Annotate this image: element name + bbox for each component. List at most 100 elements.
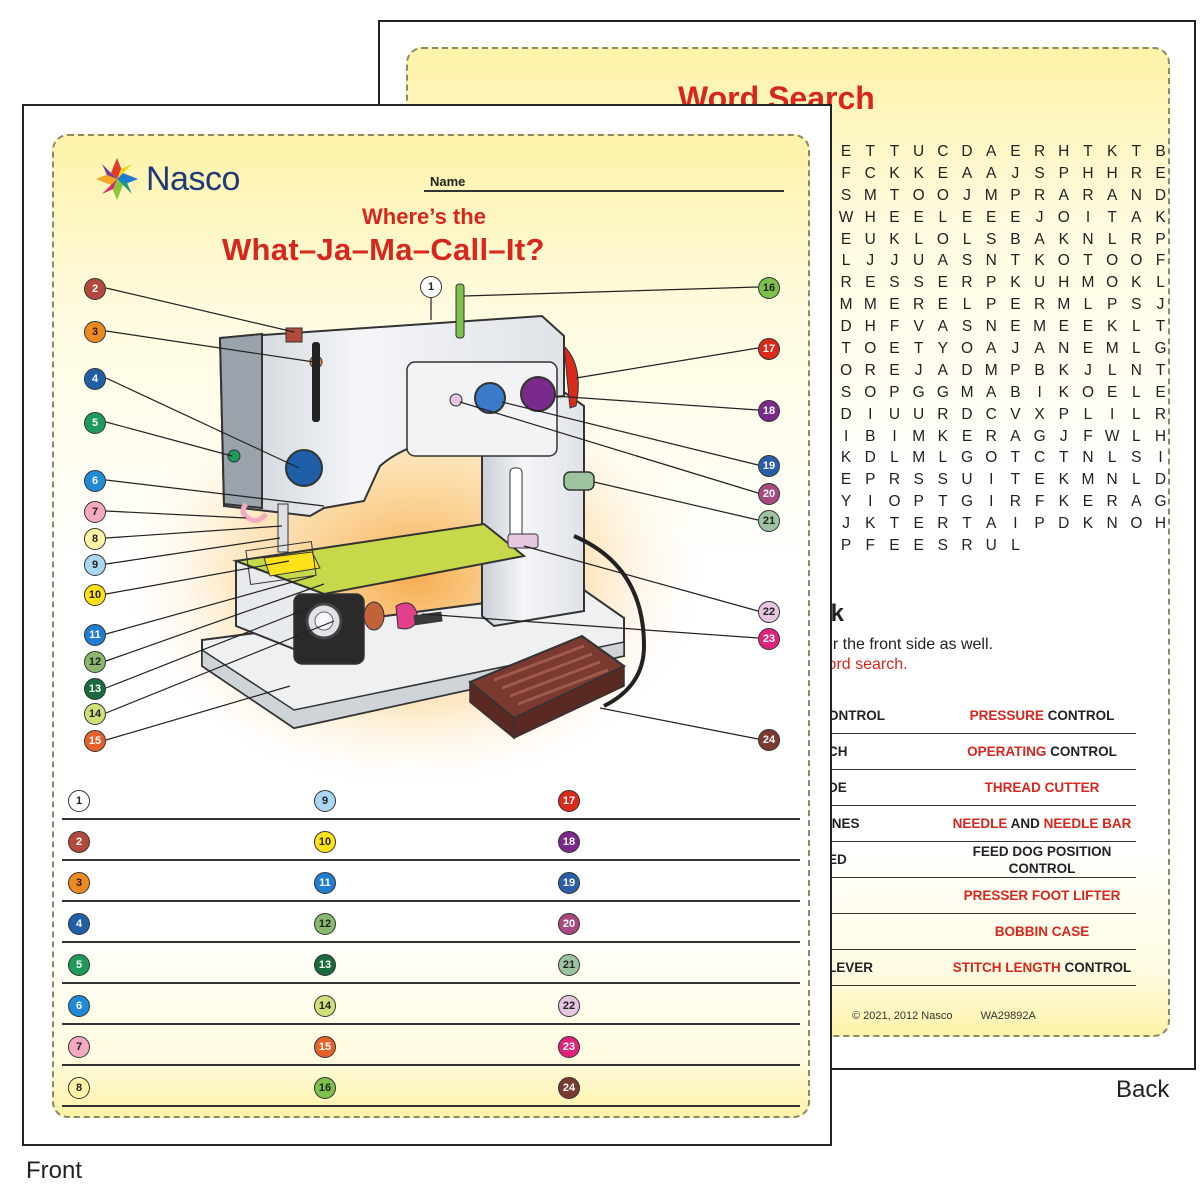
grid-letter: E — [865, 274, 876, 292]
grid-letter: K — [1106, 143, 1118, 160]
answer-line[interactable] — [62, 1105, 800, 1107]
word-bank-left: INES — [828, 816, 860, 831]
grid-letter: H — [864, 208, 876, 226]
grid-letter: R — [840, 274, 852, 292]
grid-letter: S — [1131, 296, 1142, 314]
grid-letter: I — [868, 493, 873, 511]
grid-letter: T — [913, 340, 924, 358]
grid-letter: T — [1155, 361, 1166, 379]
grid-letter: F — [865, 537, 876, 555]
grid-letter: E — [1010, 296, 1021, 314]
grid-letter: E — [1010, 143, 1021, 160]
grid-letter: T — [938, 493, 948, 511]
grid-letter: M — [863, 186, 877, 204]
grid-letter: T — [1155, 318, 1166, 336]
grid-letter: O — [864, 383, 877, 401]
grid-letter: T — [1131, 143, 1142, 160]
grid-letter: K — [1058, 230, 1069, 248]
grid-letter: O — [1106, 252, 1119, 270]
grid-letter: W — [838, 208, 854, 226]
nasco-logo: Nasco — [94, 156, 240, 202]
grid-letter: E — [937, 296, 949, 314]
copyright-line: © 2021, 2012 Nasco WA29892A — [852, 1010, 1036, 1022]
grid-letter: E — [840, 230, 852, 248]
answer-line[interactable] — [62, 818, 800, 820]
word-bank-term: BOBBIN CASE — [948, 923, 1136, 940]
grid-letter: R — [1106, 493, 1118, 511]
grid-letter: B — [1010, 230, 1021, 248]
grid-letter: E — [840, 471, 852, 489]
answer-line[interactable] — [62, 982, 800, 984]
part-number-12: 12 — [84, 651, 106, 673]
grid-letter: I — [1037, 383, 1042, 401]
grid-letter: P — [986, 296, 997, 314]
grid-letter: S — [1034, 164, 1045, 182]
word-bank-instruction-1: ver the front side as well. — [816, 636, 993, 653]
part-number-4: 4 — [84, 368, 106, 390]
grid-letter: L — [1083, 296, 1093, 314]
title-line-1: Where’s the — [362, 204, 486, 229]
word-bank-term: THREAD CUTTER — [948, 779, 1136, 796]
grid-letter: E — [889, 537, 900, 555]
word-bank-row: PRESSER FOOT LIFTER — [828, 878, 1136, 914]
word-bank-left: DE — [828, 780, 847, 795]
grid-letter: T — [962, 515, 972, 533]
word-bank-row: DE THREAD CUTTER — [828, 770, 1136, 806]
answer-line[interactable] — [62, 859, 800, 861]
grid-letter: D — [1154, 186, 1167, 204]
part-number-16: 16 — [758, 277, 780, 299]
grid-letter: E — [1058, 318, 1069, 336]
part-number-12: 12 — [314, 913, 336, 935]
grid-letter: H — [1154, 515, 1167, 533]
title-line-2: What–Ja–Ma–Call–It? — [222, 232, 545, 267]
grid-letter: Y — [937, 340, 949, 358]
answer-line[interactable] — [62, 1064, 800, 1066]
word-bank-term-part: OPERATING — [967, 744, 1047, 759]
grid-letter: O — [864, 340, 877, 358]
grid-letter: E — [1106, 383, 1118, 401]
grid-letter: J — [963, 186, 971, 204]
answer-line[interactable] — [62, 900, 800, 902]
grid-letter: O — [961, 340, 974, 358]
word-bank-term-part: THREAD CUTTER — [984, 780, 1100, 795]
grid-letter: P — [889, 383, 900, 401]
grid-letter: H — [1106, 164, 1118, 182]
grid-letter: S — [986, 230, 997, 248]
grid-letter: S — [937, 537, 949, 555]
grid-letter: E — [1010, 318, 1021, 336]
word-bank-term-part: NEEDLE BAR — [1043, 816, 1132, 831]
grid-letter: M — [839, 296, 853, 314]
grid-letter: X — [1034, 405, 1045, 423]
grid-letter: U — [913, 143, 925, 160]
grid-letter: A — [986, 383, 997, 401]
answer-line[interactable] — [62, 1023, 800, 1025]
grid-letter: L — [962, 296, 972, 314]
grid-letter: K — [1058, 383, 1069, 401]
part-number-14: 14 — [314, 995, 336, 1017]
part-number-11: 11 — [84, 624, 106, 646]
grid-letter: R — [961, 537, 973, 555]
grid-letter: W — [1104, 427, 1120, 445]
grid-letter: K — [889, 164, 900, 182]
part-number-6: 6 — [68, 995, 90, 1017]
grid-letter: C — [937, 143, 949, 160]
answer-line[interactable] — [62, 941, 800, 943]
word-bank-term: NEEDLE AND NEEDLE BAR — [948, 815, 1136, 832]
grid-letter: A — [1131, 493, 1142, 511]
grid-letter: K — [1058, 471, 1069, 489]
grid-letter: B — [1010, 383, 1021, 401]
grid-letter: E — [913, 537, 924, 555]
grid-letter: R — [1082, 186, 1094, 204]
grid-letter: L — [938, 449, 948, 467]
grid-letter: R — [1009, 493, 1021, 511]
grid-letter: E — [1082, 318, 1094, 336]
nasco-star-icon — [96, 158, 138, 200]
part-number-1: 1 — [68, 790, 90, 812]
part-number-23: 23 — [558, 1036, 580, 1058]
grid-letter: L — [1132, 340, 1141, 358]
grid-letter: S — [840, 186, 852, 204]
part-number-13: 13 — [314, 954, 336, 976]
part-number-7: 7 — [68, 1036, 90, 1058]
grid-letter: S — [913, 274, 924, 292]
grid-letter: G — [936, 383, 949, 401]
